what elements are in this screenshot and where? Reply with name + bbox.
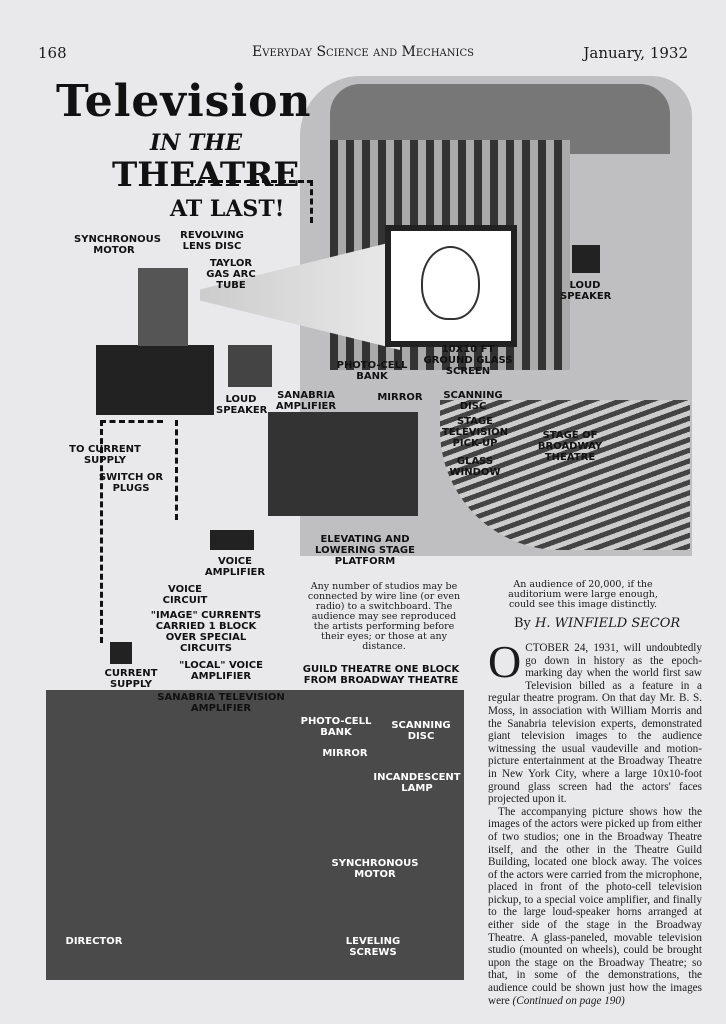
label-voice-circuit: Voice Circuit [162, 584, 208, 606]
guild-theatre-studio-drawing [46, 690, 464, 980]
circuit-line [190, 180, 313, 223]
title-line-1: Television [56, 76, 312, 127]
label-voice-amplifier: Voice Amplifier [204, 556, 266, 578]
label-stage-pickup: Stage Television Pick-up [441, 416, 509, 449]
projector [138, 268, 188, 346]
page-number: 168 [38, 44, 67, 62]
label-loud-speaker-left: Loud Speaker [216, 394, 268, 416]
label-guild-theatre: Guild Theatre one block from Broadway Th… [302, 664, 460, 686]
byline-prefix: By [514, 616, 531, 631]
title-line-3: Theatre [112, 155, 300, 195]
title-line-4: at last! [170, 196, 285, 222]
label-image-currents: "Image" currents carried 1 block over sp… [150, 610, 262, 654]
circuit-line [100, 420, 163, 643]
drop-cap: O [488, 636, 522, 687]
projector-cabinet [96, 345, 214, 415]
magazine-title: Everyday Science and Mechanics [252, 44, 474, 60]
label-loud-speaker-right: Loud Speaker [560, 280, 612, 302]
label-photo-cell-bank: Photo-cell Bank [336, 360, 408, 382]
title-line-2: in the [150, 130, 242, 156]
voice-amplifier-drawing [210, 530, 254, 550]
label-scanning-disc-2: Scanning Disc [391, 720, 451, 742]
label-to-current-supply: To Current Supply [69, 444, 141, 466]
label-mirror-2: Mirror [322, 748, 368, 759]
author: H. WINFIELD SECOR [535, 616, 681, 631]
label-synchronous-motor: Synchronous Motor [74, 234, 161, 256]
label-taylor-gas-arc-tube: Taylor Gas Arc Tube [206, 258, 256, 291]
continued-link[interactable]: (Continued on page 190) [512, 994, 625, 1007]
label-director: Director [65, 936, 123, 947]
local-voice-amplifier-drawing [110, 642, 132, 664]
ground-glass-screen [385, 225, 517, 347]
label-revolving-lens-disc: Revolving Lens Disc [180, 230, 244, 252]
label-sanabria-amplifier: Sanabria Amplifier [275, 390, 337, 412]
paragraph-2: The accompanying picture shows how the i… [488, 806, 702, 1008]
label-mirror: Mirror [377, 392, 423, 403]
label-sanabria-tv-amplifier: Sanabria Television Amplifier [157, 692, 285, 714]
label-local-voice-amplifier: "Local" voice amplifier [179, 660, 263, 682]
caption-studios: Any number of studios may be connected b… [307, 581, 461, 652]
label-photo-cell-bank-2: Photo-cell Bank [300, 716, 372, 738]
stage-studio-drawing [268, 412, 418, 516]
circuit-line [175, 420, 178, 520]
caption-audience: An audience of 20,000, if the auditorium… [508, 579, 658, 610]
label-leveling-screws: Leveling Screws [345, 936, 401, 958]
label-current-supply: Current Supply [104, 668, 158, 690]
loud-speaker-right-drawing [572, 245, 600, 273]
label-screen: 10x10 ft Ground Glass Screen [423, 344, 513, 377]
label-stage-of-broadway: Stage of Broadway Theatre [537, 430, 603, 463]
byline: By H. WINFIELD SECOR [514, 616, 680, 631]
issue-date: January, 1932 [583, 44, 688, 62]
paragraph-1-text: CTOBER 24, 1931, will undoubtedly go dow… [488, 642, 702, 806]
label-scanning-disc: Scanning Disc [443, 390, 503, 412]
label-switch-or-plugs: Switch or Plugs [98, 472, 164, 494]
label-elevating-platform: Elevating and Lowering Stage Platform [315, 534, 415, 567]
label-glass-window: Glass Window [449, 456, 501, 478]
label-synchronous-motor-2: Synchronous Motor [331, 858, 419, 880]
loud-speaker-drawing [228, 345, 272, 387]
projected-face [421, 246, 480, 320]
label-incandescent-lamp: Incandescent Lamp [373, 772, 461, 794]
paragraph-2-text: The accompanying picture shows how the i… [488, 805, 702, 1007]
